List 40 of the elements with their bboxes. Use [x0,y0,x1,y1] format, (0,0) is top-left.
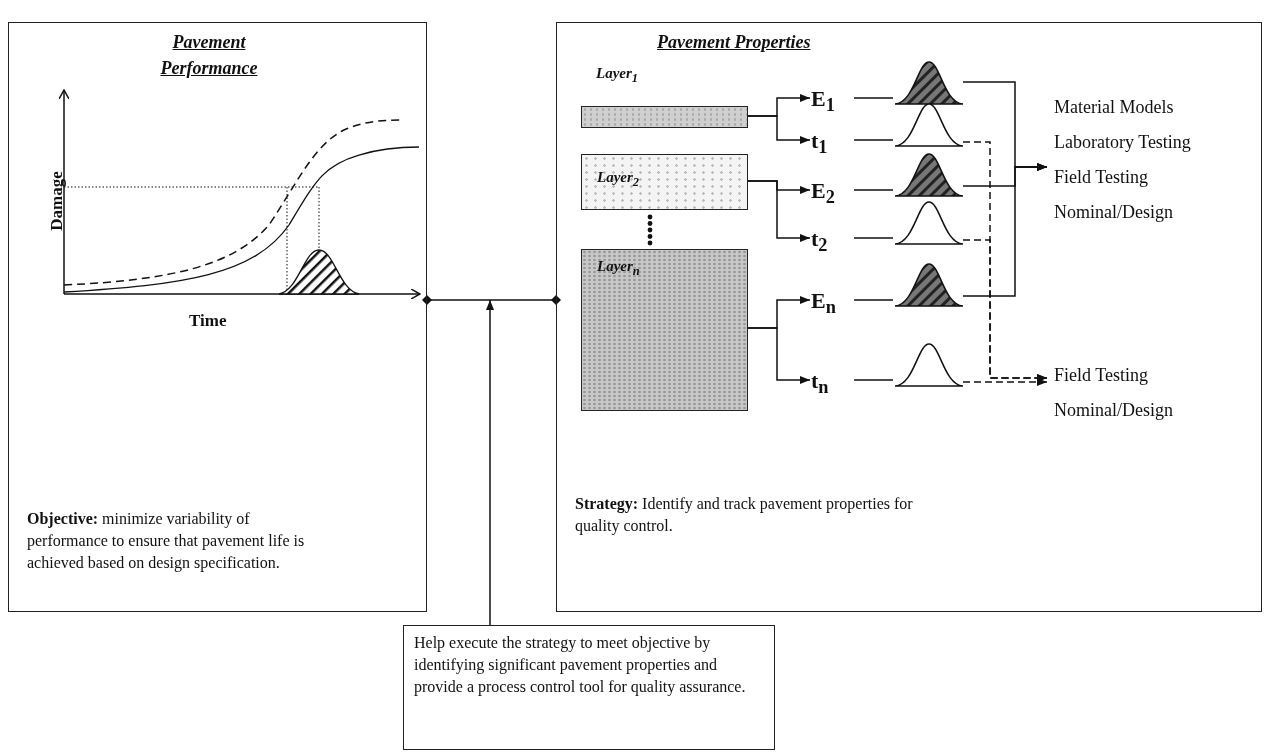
connector-line [853,139,894,141]
connector-line [853,97,894,99]
pavement-layer-block [581,249,748,411]
method-text: Nominal/Design [1054,399,1173,422]
connector-line [853,237,894,239]
method-text: Material Models [1054,96,1174,119]
objective-text: Objective: minimize variability of performance to ensure that pavement life is achieved based on design specification. [27,509,306,574]
arrow [746,180,811,242]
layer-label: Layer$_{n}$ [597,258,640,279]
method-text: Field Testing [1054,364,1148,387]
property-symbol: t$_{n}$ [811,367,829,400]
layer-label: Layer$_{2}$ [597,169,640,190]
performance-panel [8,22,427,612]
axis-label: Damage [46,171,67,231]
property-symbol: E$_{1}$ [811,85,835,118]
pavement-layer-block [581,154,748,210]
arrow [746,115,811,144]
panel-title: Pavement Performance [159,31,259,80]
properties-panel [556,22,1262,612]
property-symbol: t$_{2}$ [811,225,828,258]
connector-line [853,189,894,191]
arrow [962,163,1048,297]
property-symbol: E$_{2}$ [811,177,835,210]
connector-line [853,379,894,381]
method-text: Field Testing [1054,166,1148,189]
strategy-text: Strategy: Identify and track pavement properties for quality control. [575,494,914,537]
arrow [746,327,811,384]
panel-title: Pavement Properties [657,31,811,54]
method-text: Nominal/Design [1054,201,1173,224]
arrow [962,378,1048,386]
method-text: Laboratory Testing [1054,131,1191,154]
arrow [486,299,494,626]
note-box [403,625,775,750]
axis-label: Time [189,311,227,331]
connector-line [853,299,894,301]
property-symbol: t$_{1}$ [811,127,828,160]
property-symbol: E$_{n}$ [811,287,836,320]
arrow [962,239,1048,382]
note-text: Help execute the strategy to meet objective by identifying significant pavement properties and provide a process control tool for quality assurance. [414,633,747,698]
layer-label: Layer$_{1}$ [596,65,639,86]
